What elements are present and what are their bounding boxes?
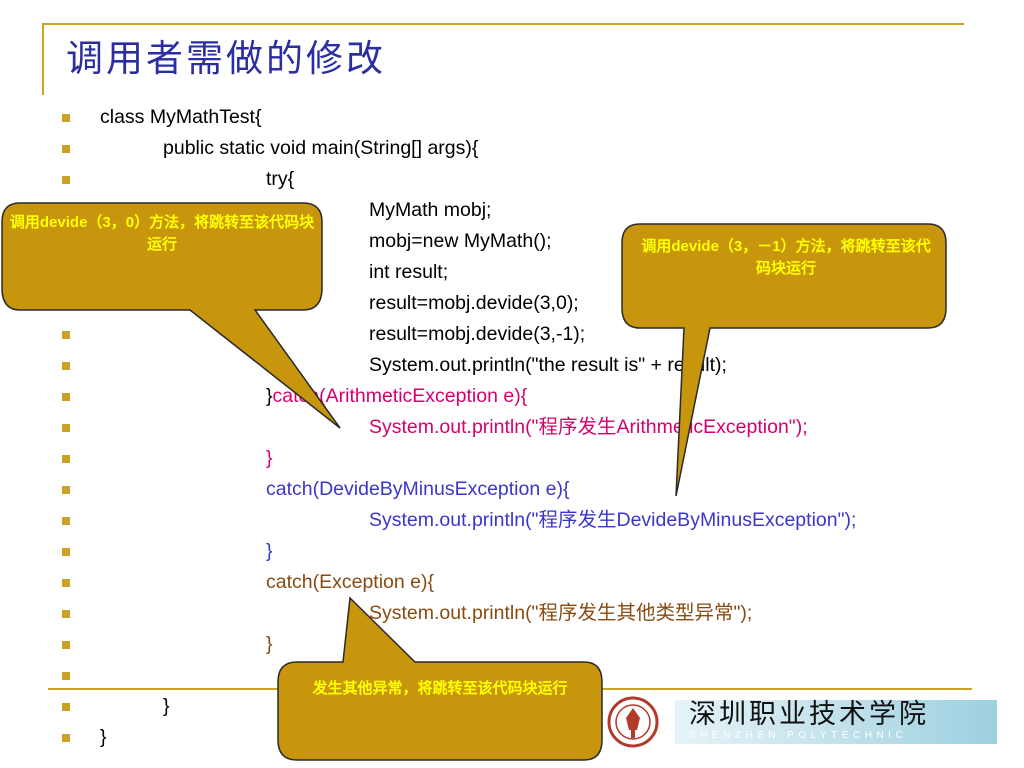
code-segment: } (163, 695, 170, 717)
bullet-icon (62, 517, 70, 525)
code-line: System.out.println("程序发生ArithmeticExcept… (0, 412, 1024, 443)
code-line: } (0, 443, 1024, 474)
code-text: class MyMathTest{ (100, 102, 261, 133)
code-line: System.out.println("程序发生DevideByMinusExc… (0, 505, 1024, 536)
code-line: catch(Exception e){ (0, 567, 1024, 598)
code-line (0, 660, 1024, 691)
bullet-icon (62, 393, 70, 401)
code-text: try{ (266, 164, 294, 195)
code-segment: } (100, 726, 107, 748)
callout-bottom-text: 发生其他异常，将跳转至该代码块运行 (312, 680, 568, 697)
bullet-icon (62, 114, 70, 122)
bullet-icon (62, 145, 70, 153)
code-line: MyMath mobj; (0, 195, 1024, 226)
code-text: } (100, 722, 107, 753)
code-text: public static void main(String[] args){ (163, 133, 478, 164)
code-line: System.out.println("程序发生其他类型异常"); (0, 598, 1024, 629)
code-line: mobj=new MyMath(); (0, 226, 1024, 257)
bullet-icon (62, 610, 70, 618)
code-text: MyMath mobj; (369, 195, 491, 226)
bullet-icon (62, 734, 70, 742)
code-line: System.out.println("the result is" + res… (0, 350, 1024, 381)
school-logo: 深圳职业技术学院 SHENZHEN POLYTECHNIC (607, 696, 997, 748)
code-line: } (0, 722, 1024, 753)
code-line: } (0, 691, 1024, 722)
code-segment: result=mobj.devide(3,-1); (369, 323, 586, 345)
code-segment: public static void main(String[] args){ (163, 137, 479, 159)
bullet-icon (62, 362, 70, 370)
logo-band (675, 700, 997, 744)
code-text: System.out.println("程序发生其他类型异常"); (369, 598, 752, 629)
code-text: System.out.println("the result is" + res… (369, 350, 727, 381)
callout-right-text: 调用devide（3，－1）方法，将跳转至该代码块运行 (641, 238, 931, 277)
bullet-icon (62, 548, 70, 556)
top-rule (42, 23, 964, 25)
bullet-icon (62, 300, 70, 308)
bullet-icon (62, 486, 70, 494)
code-text: System.out.println("程序发生ArithmeticExcept… (369, 412, 808, 443)
code-line: catch(DevideByMinusException e){ (0, 474, 1024, 505)
code-text: catch(DevideByMinusException e){ (266, 474, 569, 505)
code-segment: } (266, 540, 273, 562)
bullet-icon (62, 579, 70, 587)
code-segment: System.out.println("程序发生ArithmeticExcept… (369, 416, 808, 438)
bullet-icon (62, 269, 70, 277)
code-segment: catch(Exception e){ (266, 571, 435, 593)
code-text: }catch(ArithmeticException e){ (266, 381, 527, 412)
bullet-icon (62, 424, 70, 432)
code-text: result=mobj.devide(3,-1); (369, 319, 585, 350)
logo-name-en: SHENZHEN POLYTECHNIC (689, 730, 908, 741)
left-rule (42, 23, 44, 95)
code-segment: class MyMathTest{ (100, 106, 262, 128)
code-text: } (266, 629, 273, 660)
code-segment: mobj=new MyMath(); (369, 230, 552, 252)
callout-left-text: 调用devide（3，0）方法，将跳转至该代码块运行 (9, 214, 315, 253)
code-segment: result=mobj.devide(3,0); (369, 292, 579, 314)
code-text: int result; (369, 257, 448, 288)
school-emblem-icon (607, 696, 659, 748)
code-text: result=mobj.devide(3,0); (369, 288, 579, 319)
code-segment: try{ (266, 168, 295, 190)
code-segment: } (266, 447, 273, 469)
code-segment: catch(DevideByMinusException e){ (266, 478, 570, 500)
code-line: } (0, 536, 1024, 567)
code-segment: } (266, 633, 273, 655)
code-listing: class MyMathTest{ public static void main… (0, 102, 1024, 753)
code-line: result=mobj.devide(3,-1); (0, 319, 1024, 350)
code-line: int result; (0, 257, 1024, 288)
code-segment: MyMath mobj; (369, 199, 492, 221)
bullet-icon (62, 455, 70, 463)
code-text: } (266, 443, 273, 474)
code-text: System.out.println("程序发生DevideByMinusExc… (369, 505, 856, 536)
bullet-icon (62, 703, 70, 711)
code-text: catch(Exception e){ (266, 567, 434, 598)
code-text: } (266, 536, 273, 567)
code-line: }catch(ArithmeticException e){ (0, 381, 1024, 412)
code-text: mobj=new MyMath(); (369, 226, 552, 257)
logo-name-cn: 深圳职业技术学院 (689, 699, 929, 730)
slide-title: 调用者需做的修改 (66, 37, 386, 80)
code-line: result=mobj.devide(3,0); (0, 288, 1024, 319)
code-text: } (163, 691, 170, 722)
code-line: class MyMathTest{ (0, 102, 1024, 133)
code-segment: System.out.println("程序发生DevideByMinusExc… (369, 509, 857, 531)
code-segment: System.out.println("the result is" + res… (369, 354, 727, 376)
bullet-icon (62, 672, 70, 680)
code-segment: int result; (369, 261, 449, 283)
code-line: try{ (0, 164, 1024, 195)
bullet-icon (62, 331, 70, 339)
code-segment: System.out.println("程序发生其他类型异常"); (369, 602, 753, 624)
bullet-icon (62, 176, 70, 184)
bullet-icon (62, 641, 70, 649)
code-line: } (0, 629, 1024, 660)
code-segment: catch(ArithmeticException e){ (272, 385, 528, 407)
code-line: public static void main(String[] args){ (0, 133, 1024, 164)
